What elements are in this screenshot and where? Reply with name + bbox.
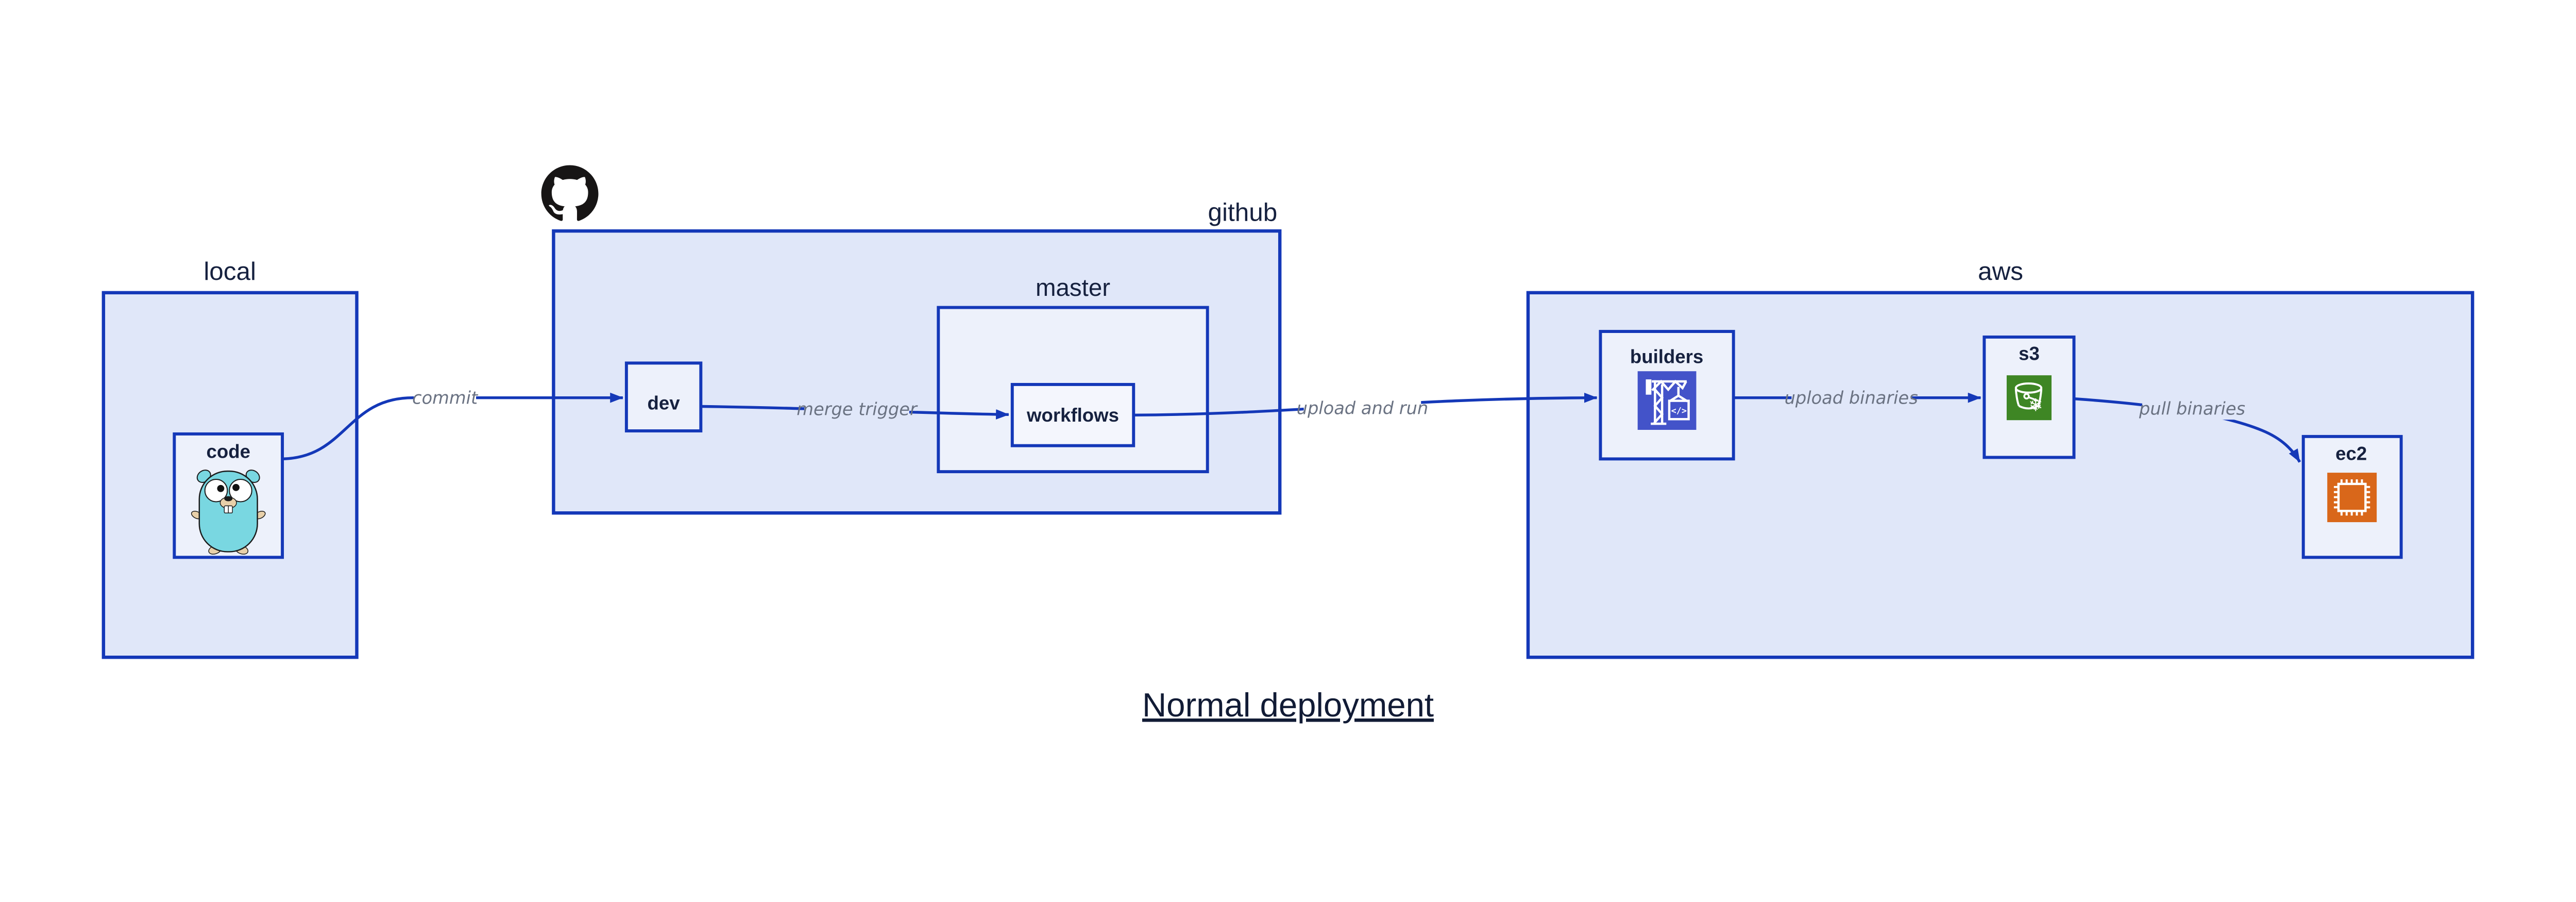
node-workflows-box <box>1010 382 1136 447</box>
edge-commit-label: commit <box>412 388 479 408</box>
node-dev-label: dev <box>648 392 681 413</box>
node-dev-box <box>624 361 703 432</box>
edge-merge-trigger-label: merge trigger <box>796 399 918 419</box>
master-container-label: master <box>1036 274 1110 302</box>
edge-commit-line <box>282 392 623 461</box>
edge-upload-binaries-label: upload binaries <box>1785 388 1918 408</box>
node-ec2-label: ec2 <box>2335 443 2367 464</box>
edge-pull-binaries-label-bg <box>2142 398 2242 420</box>
node-builders-label: builders <box>1630 346 1703 367</box>
edge-upload-and-run-label: upload and run <box>1297 398 1429 418</box>
github-octocat-icon <box>541 165 599 221</box>
diagram-title: Normal deployment <box>1142 686 1434 724</box>
edge-merge-trigger-label-bg <box>804 398 909 420</box>
edge-commit-label-bg <box>414 387 477 409</box>
go-gopher-icon <box>191 470 266 555</box>
aws-container-label: aws <box>1978 257 2023 286</box>
edge-pull-binaries-label: pull binaries <box>2139 398 2245 419</box>
node-s3-label: s3 <box>2019 343 2040 364</box>
node-workflows-label: workflows <box>1026 405 1119 426</box>
ec2-chip-icon <box>2327 473 2377 523</box>
edge-pull-binaries-line <box>2074 397 2301 463</box>
codebuild-code-glyph: </> <box>1671 405 1687 415</box>
github-container-label: github <box>1208 198 1277 226</box>
s3-glacier-bucket-icon: ❄ <box>2006 375 2052 421</box>
edge-upload-and-run-label-bg <box>1303 397 1421 419</box>
s3-snowflake-glyph: ❄ <box>2028 395 2043 415</box>
codebuild-crane-icon: </> <box>1637 371 1697 430</box>
edge-upload-binaries-label-bg <box>1791 387 1911 409</box>
node-code-label: code <box>207 441 250 462</box>
local-container-label: local <box>204 257 256 286</box>
